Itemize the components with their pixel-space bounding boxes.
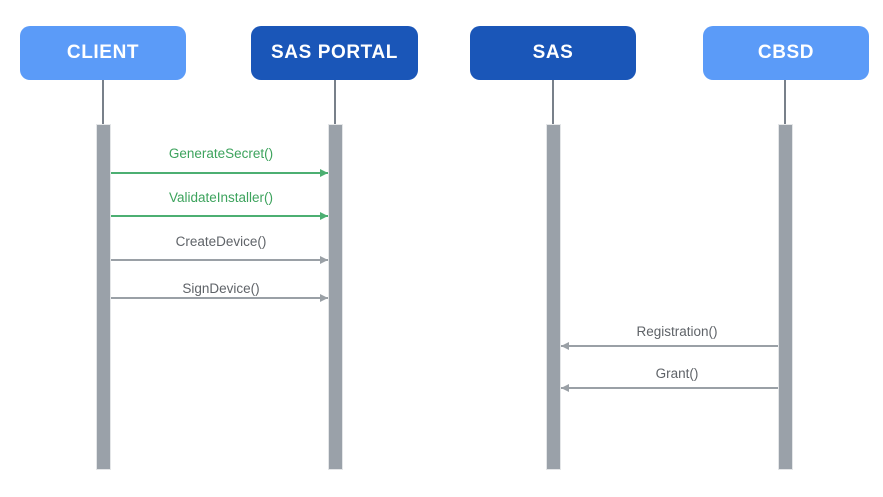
message-line-grant — [561, 387, 778, 389]
actor-box-client[interactable]: CLIENT — [20, 26, 186, 80]
actor-label-sas-portal: SAS PORTAL — [270, 42, 399, 63]
actor-box-cbsd[interactable]: CBSD — [703, 26, 869, 80]
activation-bar-sas — [546, 124, 561, 470]
message-line-generate-secret — [111, 172, 328, 174]
message-label-generate-secret: GenerateSecret() — [168, 146, 274, 161]
lifeline-stem-cbsd — [784, 80, 786, 126]
message-arrowhead-sign-device — [320, 294, 328, 302]
actor-label-client: CLIENT — [66, 42, 140, 63]
message-arrowhead-registration — [561, 342, 569, 350]
message-line-sign-device — [111, 297, 328, 299]
message-label-create-device: CreateDevice() — [175, 234, 267, 249]
message-label-validate-installer: ValidateInstaller() — [168, 190, 274, 205]
actor-label-sas: SAS — [532, 42, 574, 63]
message-arrowhead-validate-installer — [320, 212, 328, 220]
actor-box-sas[interactable]: SAS — [470, 26, 636, 80]
message-line-registration — [561, 345, 778, 347]
message-line-validate-installer — [111, 215, 328, 217]
message-line-create-device — [111, 259, 328, 261]
actor-label-cbsd: CBSD — [757, 42, 815, 63]
actor-box-sas-portal[interactable]: SAS PORTAL — [251, 26, 418, 80]
message-label-sign-device: SignDevice() — [182, 281, 260, 296]
message-arrowhead-generate-secret — [320, 169, 328, 177]
lifeline-stem-sas-portal — [334, 80, 336, 126]
lifeline-stem-client — [102, 80, 104, 126]
message-label-grant: Grant() — [655, 366, 699, 381]
message-arrowhead-create-device — [320, 256, 328, 264]
activation-bar-sas-portal — [328, 124, 343, 470]
activation-bar-client — [96, 124, 111, 470]
message-label-registration: Registration() — [636, 324, 718, 339]
message-arrowhead-grant — [561, 384, 569, 392]
lifeline-stem-sas — [552, 80, 554, 126]
activation-bar-cbsd — [778, 124, 793, 470]
